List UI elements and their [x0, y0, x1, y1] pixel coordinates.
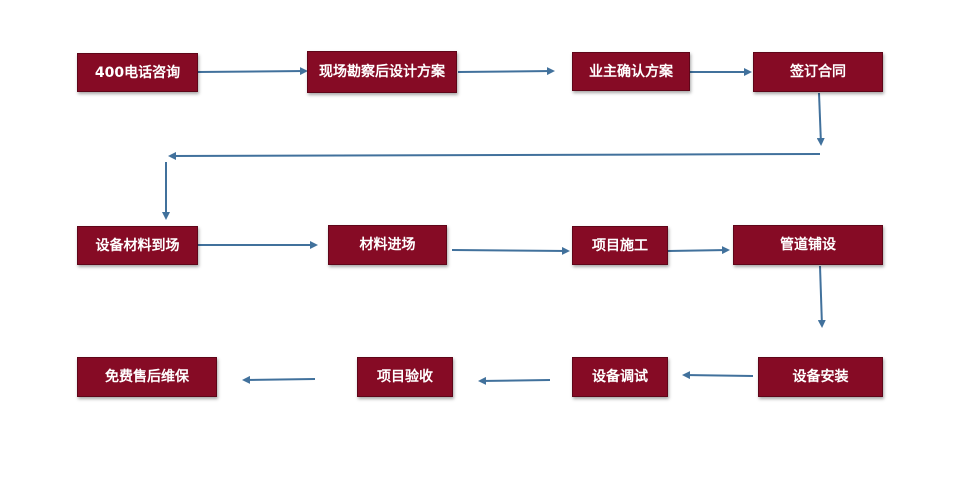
step-label: 项目施工	[592, 237, 648, 254]
arrow-1-to-2	[197, 67, 308, 76]
step-label: 项目验收	[377, 369, 433, 385]
step-site-survey-design: 现场勘察后设计方案	[307, 51, 457, 93]
step-label: 设备调试	[592, 369, 648, 385]
step-label: 管道铺设	[780, 237, 836, 253]
step-installation: 设备安装	[758, 357, 883, 397]
arrow-10-to-11	[478, 376, 551, 385]
step-label: 免费售后维保	[105, 369, 189, 385]
step-phone-consultation: 400电话咨询	[77, 53, 198, 92]
step-acceptance: 项目验收	[357, 357, 453, 397]
arrow-9-to-10	[682, 371, 754, 380]
arrow-11-to-12	[242, 375, 316, 384]
step-label: 设备安装	[792, 369, 849, 385]
arrow-return-left	[168, 151, 821, 160]
step-pipe-laying: 管道铺设	[733, 225, 883, 265]
step-after-sales: 免费售后维保	[77, 357, 217, 397]
arrow-7-to-8	[667, 246, 730, 255]
arrow-2-to-3	[457, 67, 555, 76]
step-label: 现场勘察后设计方案	[319, 64, 445, 80]
step-label: 设备材料到场	[95, 237, 180, 254]
step-label: 签订合同	[790, 64, 846, 80]
step-label: 材料进场	[359, 237, 416, 253]
arrow-8-down	[817, 265, 826, 328]
step-label: 业主确认方案	[589, 63, 673, 80]
arrow-6-to-7	[451, 246, 570, 255]
step-equipment-arrival: 设备材料到场	[77, 226, 198, 265]
step-commissioning: 设备调试	[572, 357, 668, 397]
step-materials-entry: 材料进场	[328, 225, 447, 265]
step-construction: 项目施工	[572, 226, 668, 265]
step-owner-confirm: 业主确认方案	[572, 52, 690, 91]
step-label: 400电话咨询	[94, 64, 181, 81]
arrow-4-down	[816, 92, 825, 146]
step-sign-contract: 签订合同	[753, 52, 883, 92]
